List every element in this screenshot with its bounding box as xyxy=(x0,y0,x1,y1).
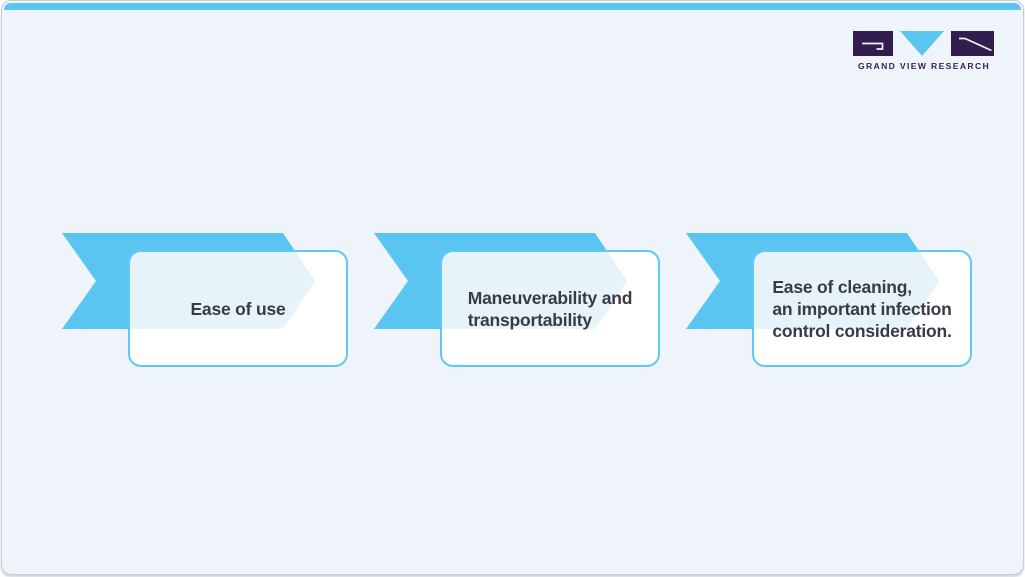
step-2-card: Maneuverability and transportability xyxy=(441,251,659,366)
step-2-label: Maneuverability and transportability xyxy=(467,287,633,330)
logo-r-glyph xyxy=(959,37,992,52)
step-2: Maneuverability and transportability xyxy=(372,231,664,367)
logo-wordmark: GRAND VIEW RESEARCH xyxy=(857,61,991,71)
top-accent-bar xyxy=(4,3,1021,10)
step-3-label: Ease of cleaning, an important infection… xyxy=(772,276,952,341)
grand-view-research-logo: GRAND VIEW RESEARCH xyxy=(851,29,997,71)
step-3: Ease of cleaning, an important infection… xyxy=(684,231,976,367)
ribbon-watermark xyxy=(753,251,939,329)
logo-v-triangle xyxy=(900,31,944,56)
step-1-arrow-ribbon xyxy=(62,233,348,367)
card-border xyxy=(440,250,660,367)
step-1-label: Ease of use xyxy=(190,298,286,319)
ribbon-watermark xyxy=(441,251,627,329)
step-1-card: Ease of use xyxy=(129,251,347,366)
logo-g-glyph xyxy=(862,42,884,50)
logo-r-block xyxy=(951,31,994,56)
gvr-logo-mark xyxy=(853,31,994,56)
step-3-card: Ease of cleaning, an important infection… xyxy=(753,251,971,366)
card-border xyxy=(128,250,348,367)
step-1: Ease of use xyxy=(60,231,352,367)
step-3-arrow-ribbon xyxy=(686,233,972,367)
ribbon-watermark xyxy=(129,251,315,329)
card-border xyxy=(752,250,972,367)
step-2-arrow-ribbon xyxy=(374,233,660,367)
